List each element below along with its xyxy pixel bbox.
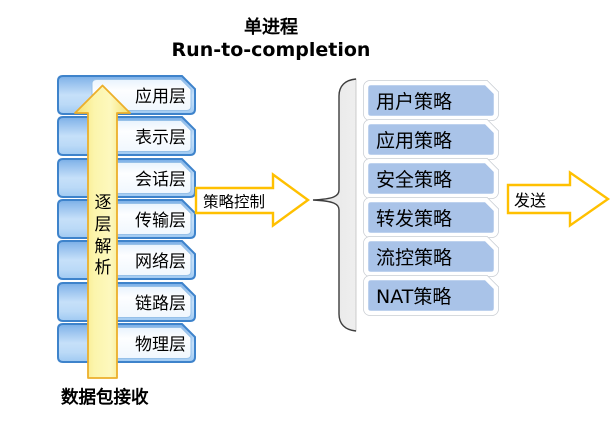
send-label: 发送 bbox=[514, 191, 547, 210]
policy-label-flowctrl: 流控策略 bbox=[376, 247, 453, 269]
title-line1: 单进程 bbox=[244, 17, 298, 38]
policy-label-forward: 转发策略 bbox=[376, 208, 453, 230]
layer-label-presentation: 表示层 bbox=[135, 128, 186, 148]
packet-receive-label: 数据包接收 bbox=[61, 388, 149, 408]
layer-label-application: 应用层 bbox=[135, 87, 186, 107]
left-brace-outline bbox=[312, 78, 357, 332]
policy-label-app: 应用策略 bbox=[376, 130, 453, 152]
policy-control-label: 策略控制 bbox=[202, 193, 265, 211]
policy-label-security: 安全策略 bbox=[376, 169, 453, 191]
policy-label-user: 用户策略 bbox=[376, 91, 453, 113]
page-title: 单进程 Run-to-completion bbox=[140, 17, 402, 61]
policy-control-arrow-icon bbox=[194, 172, 311, 228]
up-arrow-icon bbox=[74, 84, 131, 379]
layer-label-session: 会话层 bbox=[135, 170, 186, 190]
layer-label-network: 网络层 bbox=[135, 252, 186, 272]
layer-label-link: 链路层 bbox=[135, 294, 186, 314]
left-brace-icon bbox=[312, 78, 357, 332]
layer-label-physical: 物理层 bbox=[135, 335, 186, 355]
policy-label-nat: NAT策略 bbox=[376, 286, 452, 308]
title-line2: Run-to-completion bbox=[171, 38, 371, 61]
up-arrow-label: 逐层解析 bbox=[94, 193, 112, 279]
send-arrow-icon bbox=[506, 170, 611, 228]
layer-label-transport: 传输层 bbox=[135, 211, 186, 231]
